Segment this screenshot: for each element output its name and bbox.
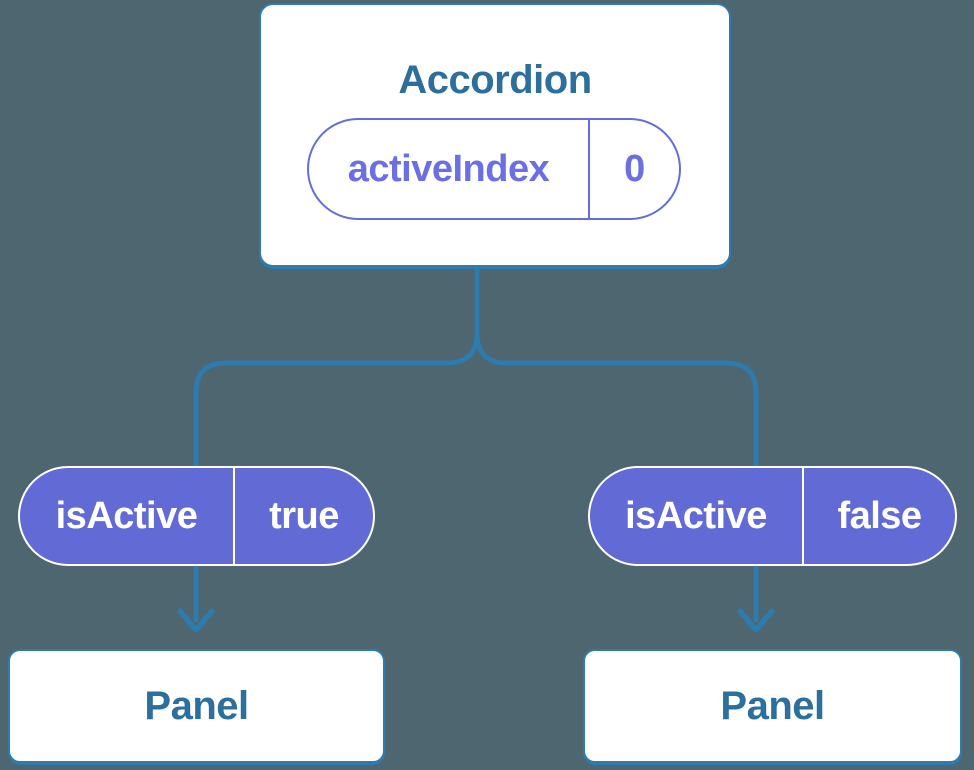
prop-pill-left: isActive true bbox=[18, 466, 375, 566]
prop-name-label: isActive bbox=[590, 468, 804, 564]
prop-pill-right: isActive false bbox=[588, 466, 957, 566]
state-pill: activeIndex 0 bbox=[307, 118, 681, 220]
state-name-label: activeIndex bbox=[309, 120, 590, 218]
arrow-down-icon bbox=[737, 608, 775, 633]
prop-name-label: isActive bbox=[20, 468, 235, 564]
connector-left-branch bbox=[193, 266, 480, 622]
arrow-down-icon bbox=[177, 608, 215, 633]
panel-card-left: Panel bbox=[8, 649, 385, 763]
prop-value-label: false bbox=[837, 494, 922, 537]
panel-card-right: Panel bbox=[583, 649, 962, 763]
prop-value-label: true bbox=[269, 494, 339, 537]
accordion-component-card: Accordion activeIndex 0 bbox=[259, 3, 731, 267]
connector-right-branch bbox=[474, 266, 759, 622]
accordion-title: Accordion bbox=[398, 58, 592, 102]
state-value-label: 0 bbox=[624, 147, 645, 190]
